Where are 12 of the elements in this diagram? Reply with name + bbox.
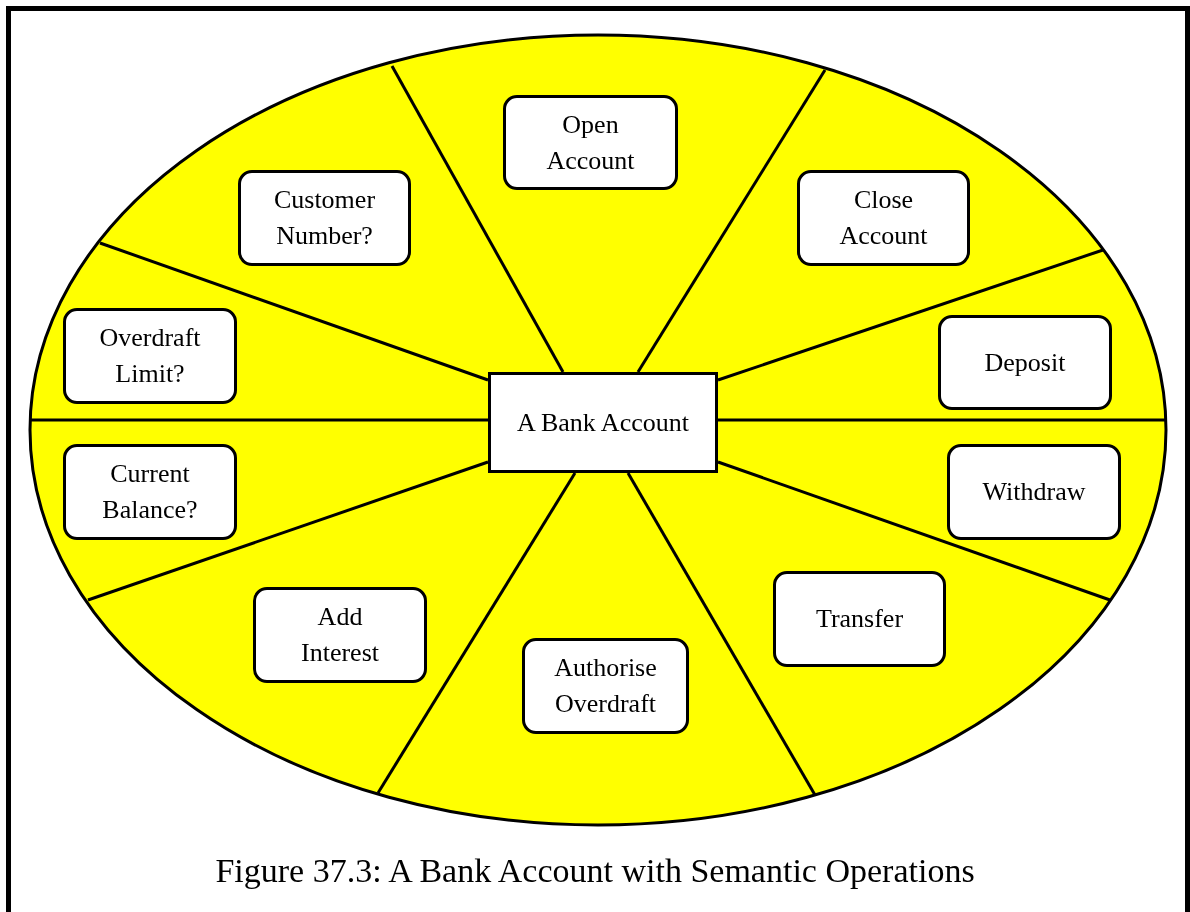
operation-box: Withdraw: [947, 444, 1121, 540]
operation-box: Customer Number?: [238, 170, 411, 266]
center-box: A Bank Account: [488, 372, 718, 473]
operation-box: Overdraft Limit?: [63, 308, 237, 404]
operation-box: Open Account: [503, 95, 678, 190]
figure-caption: Figure 37.3: A Bank Account with Semantic Operations: [214, 852, 976, 890]
operation-box: Close Account: [797, 170, 970, 266]
operation-box: Authorise Overdraft: [522, 638, 689, 734]
operation-box: Transfer: [773, 571, 946, 667]
operation-box: Current Balance?: [63, 444, 237, 540]
operation-box: Deposit: [938, 315, 1112, 410]
operation-box: Add Interest: [253, 587, 427, 683]
